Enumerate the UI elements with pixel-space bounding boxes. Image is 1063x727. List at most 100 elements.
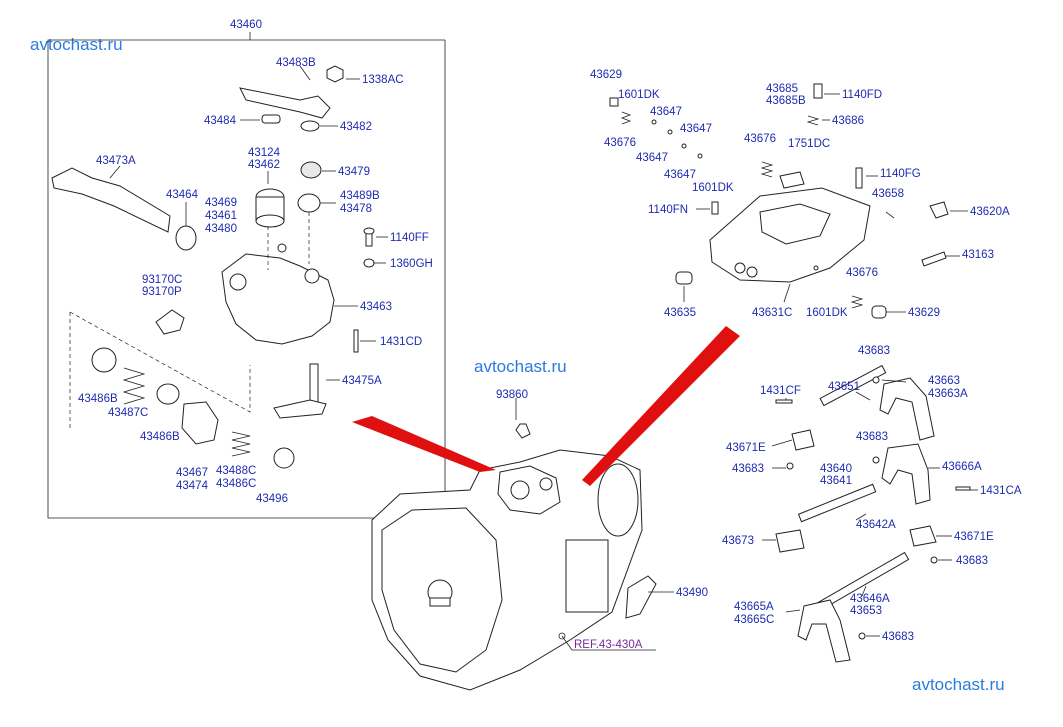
label-1751DC: 1751DC [788, 138, 830, 150]
label-43484: 43484 [204, 115, 237, 127]
bolt-1140FN-part [711, 201, 719, 215]
label-43673: 43673 [722, 535, 754, 547]
red-arrow-right [582, 326, 740, 486]
label-43685: 43685 [766, 83, 798, 95]
rail-43651-part [819, 364, 887, 407]
bolt-1140FD-part [813, 83, 823, 99]
label-1431CA: 1431CA [980, 485, 1022, 497]
shift-shaft-part [51, 167, 171, 233]
label-1140FF: 1140FF [390, 232, 429, 244]
switch-sensor-part [155, 309, 185, 335]
plug-part [363, 258, 375, 268]
label-93170C: 93170C [142, 274, 182, 286]
label-43671E-a: 43671E [726, 442, 766, 454]
label-93860: 93860 [496, 389, 528, 401]
label-43475A: 43475A [342, 375, 382, 387]
label-1601DK-c: 1601DK [806, 307, 848, 319]
shift-lever-part [239, 87, 331, 119]
label-43665A: 43665A [734, 601, 774, 613]
label-43486C: 43486C [216, 478, 256, 490]
label-1338AC: 1338AC [362, 74, 404, 86]
label-43478: 43478 [340, 203, 372, 215]
label-43676-c: 43676 [846, 267, 878, 279]
label-1431CD: 1431CD [380, 336, 422, 348]
label-43647-d: 43647 [664, 169, 696, 181]
top-cover-labels: 43629 1601DK 43647 43676 43647 43647 436… [590, 69, 1010, 319]
label-43658: 43658 [872, 188, 904, 200]
fork-43663-part [879, 377, 935, 441]
lever-foot-part [273, 399, 327, 419]
label-1601DK-a: 1601DK [618, 89, 660, 101]
label-43483B: 43483B [276, 57, 316, 69]
gasket-part [273, 447, 295, 469]
label-43676-a: 43676 [604, 137, 636, 149]
label-43620A: 43620A [970, 206, 1010, 218]
label-43641: 43641 [820, 475, 852, 487]
label-43479: 43479 [338, 166, 370, 178]
label-43646A: 43646A [850, 593, 890, 605]
label-43486B-b: 43486B [140, 431, 180, 443]
label-1431CF: 1431CF [760, 385, 801, 397]
label-43474: 43474 [176, 480, 209, 492]
label-43460: 43460 [230, 19, 262, 31]
label-93170P: 93170P [142, 286, 182, 298]
pin-1431CF-part [775, 399, 793, 404]
ring-part [156, 383, 180, 405]
label-43469: 43469 [205, 197, 237, 209]
label-43640: 43640 [820, 463, 852, 475]
label-43676-b: 43676 [744, 133, 776, 145]
housing-hole-part-2 [304, 268, 320, 284]
label-43467: 43467 [176, 467, 208, 479]
plug-43629-part [609, 97, 619, 107]
washer-part [300, 120, 320, 132]
part-43163 [921, 251, 947, 267]
detent-part [181, 401, 219, 445]
bolt-1140FG-part [855, 167, 863, 189]
label-1140FG: 1140FG [880, 168, 921, 180]
label-43124: 43124 [248, 147, 281, 159]
label-43647-a: 43647 [650, 106, 682, 118]
bolt-head-part [363, 227, 375, 235]
label-43629-b: 43629 [908, 307, 940, 319]
sensor-93860-part [515, 423, 531, 439]
label-43647-b: 43647 [680, 123, 712, 135]
top-cover-group [609, 83, 968, 319]
watermark-bottom-right: avtochast.ru [912, 675, 1005, 694]
left-group-labels: 43460 43483B 1338AC 43484 43482 43473A 4… [78, 19, 433, 505]
label-43496: 43496 [256, 493, 288, 505]
shift-housing-part [221, 253, 335, 345]
label-43464: 43464 [166, 189, 199, 201]
rail-43640-part [797, 483, 877, 523]
transmission-case [371, 398, 674, 691]
label-43635: 43635 [664, 307, 696, 319]
label-43473A: 43473A [96, 155, 136, 167]
label-43651: 43651 [828, 381, 860, 393]
label-1140FD: 1140FD [842, 89, 882, 101]
label-43671E-b: 43671E [954, 531, 994, 543]
label-43663: 43663 [928, 375, 960, 387]
label-43686: 43686 [832, 115, 864, 127]
fork-43665A-part [797, 599, 851, 663]
watermark-top-left: avtochast.ru [30, 35, 123, 54]
label-43653: 43653 [850, 605, 882, 617]
lug-43673-part [775, 529, 805, 553]
oring-part [277, 243, 287, 253]
label-43462: 43462 [248, 159, 280, 171]
shift-fork-labels: 43683 43663 43663A 1431CF 43651 43683 43… [722, 345, 1022, 643]
red-arrow-left [352, 416, 496, 472]
label-43683-b: 43683 [856, 431, 888, 443]
label-43629-a: 43629 [590, 69, 622, 81]
label-43482: 43482 [340, 121, 372, 133]
reference-link[interactable]: REF.43-430A [574, 639, 643, 651]
shift-lever-assembly-group [47, 32, 446, 519]
label-1601DK-b: 1601DK [692, 182, 734, 194]
label-43486B-a: 43486B [78, 393, 118, 405]
bushing-part [300, 161, 322, 179]
label-43683-c: 43683 [732, 463, 764, 475]
bracket-43490-part [625, 575, 657, 619]
spring-part [122, 367, 146, 405]
pin-1431CA-part [955, 486, 971, 491]
boot-bottom-part [255, 214, 285, 228]
bushing-part-2 [297, 193, 321, 213]
